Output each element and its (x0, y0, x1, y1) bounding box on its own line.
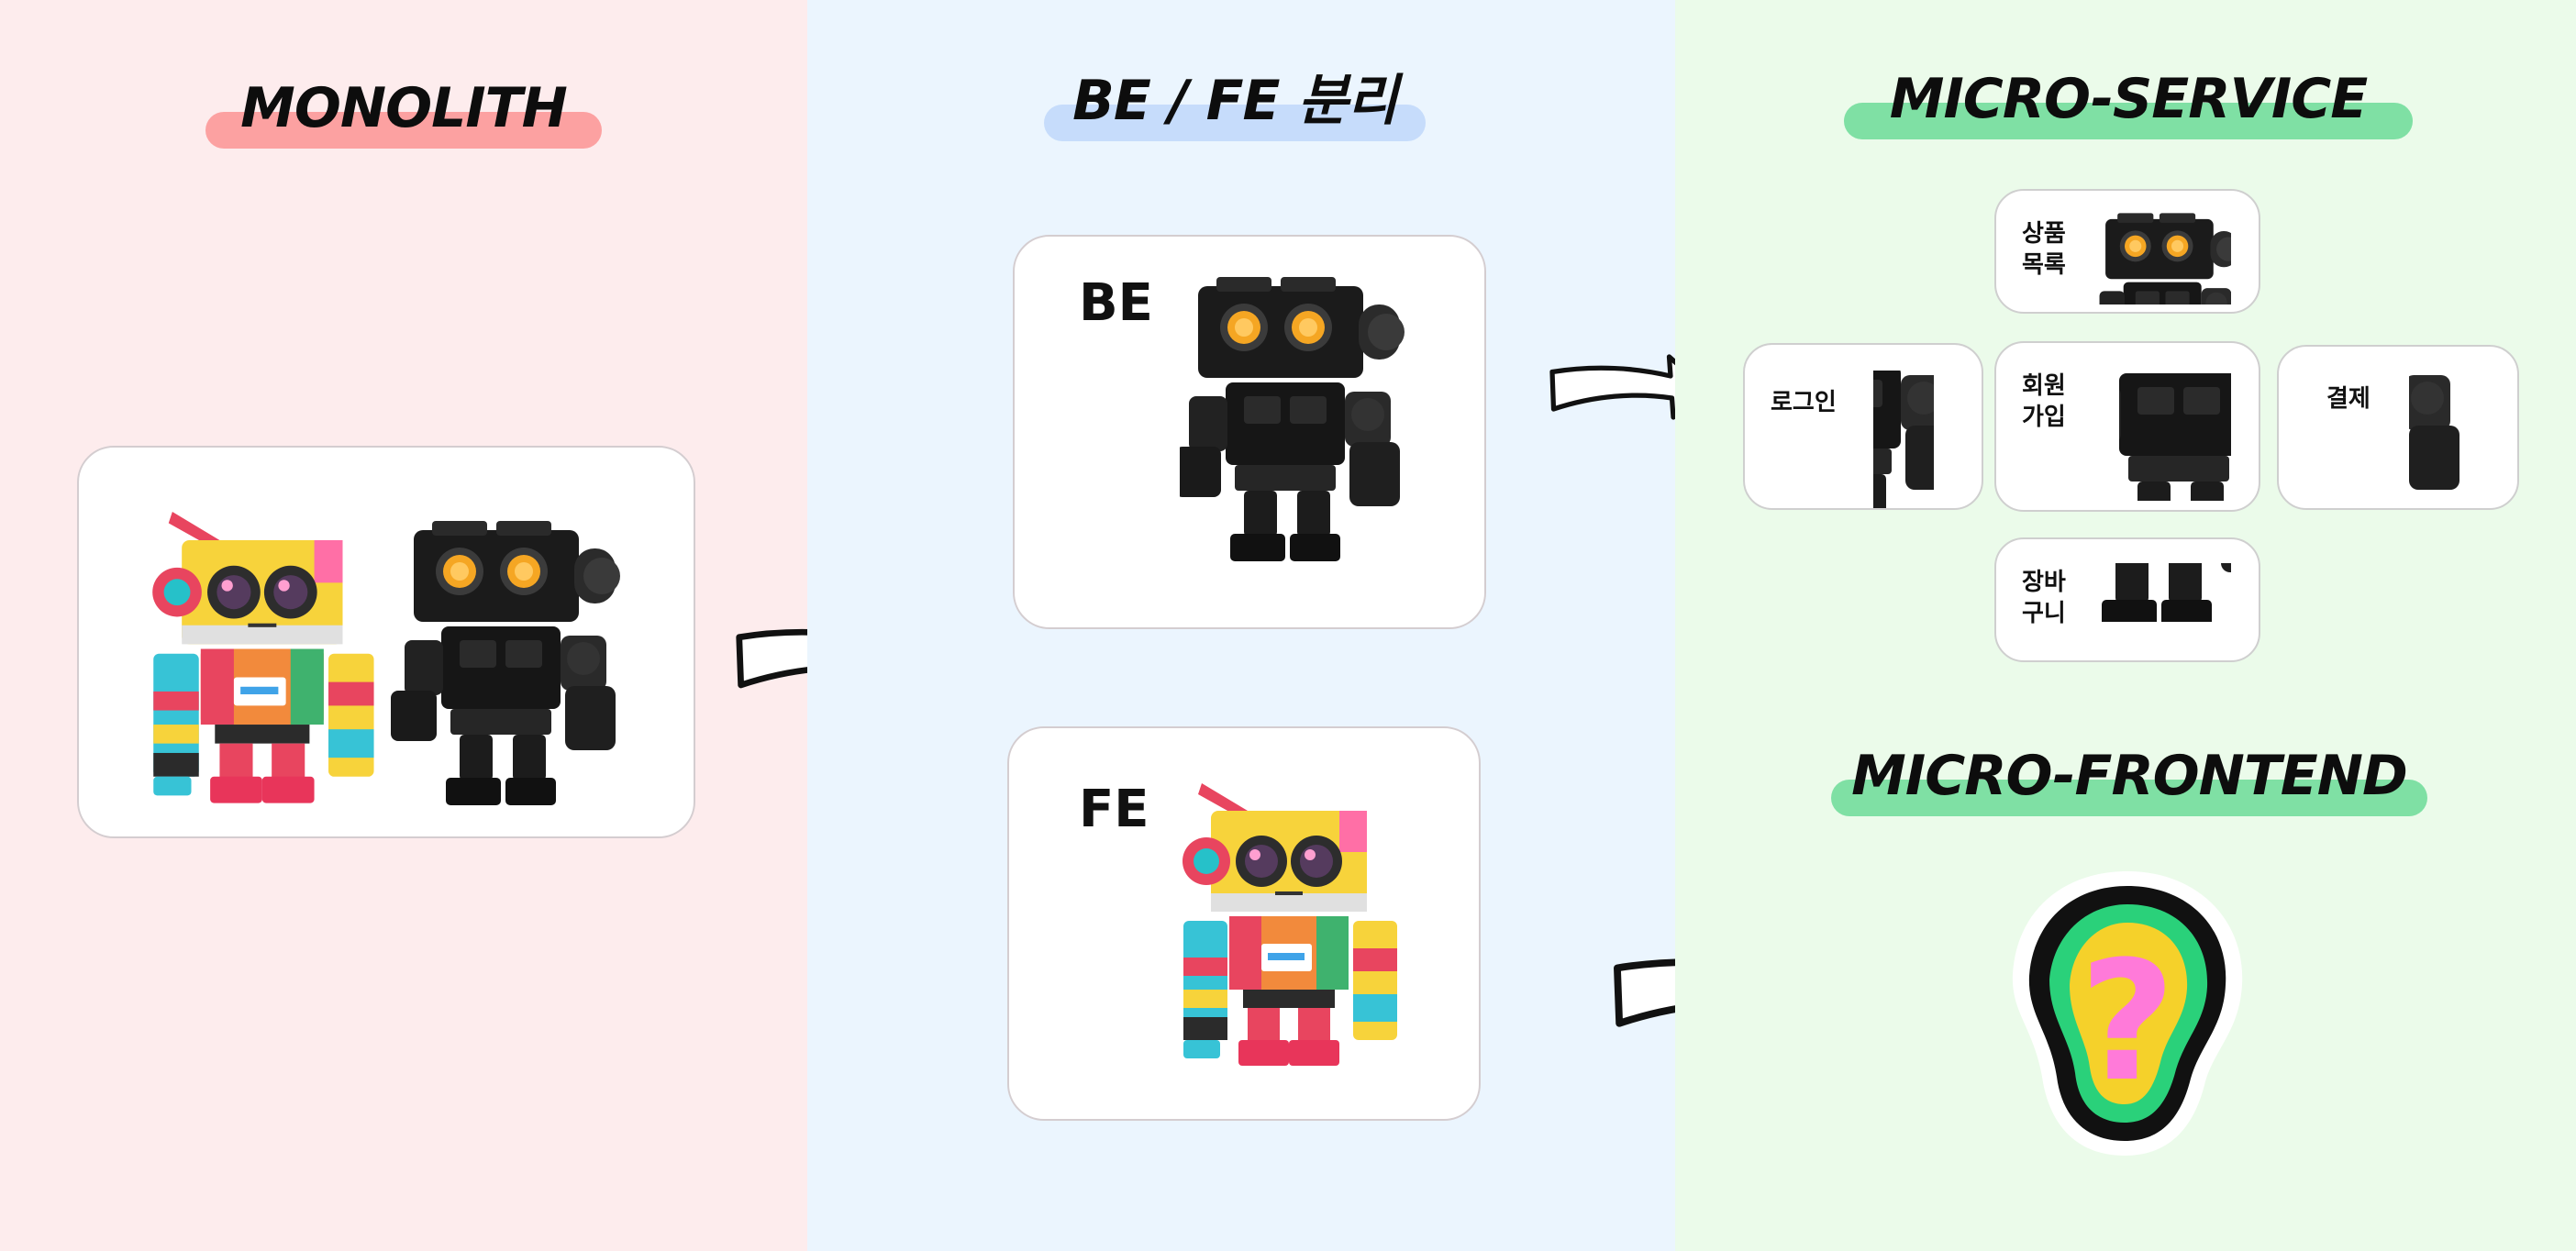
microservice-title: MICRO-SERVICE (1889, 67, 2368, 131)
black-robot-icon (1873, 371, 1934, 508)
colorful-robot-icon (1174, 783, 1413, 1077)
befe-title: BE / FE 분리 (1072, 69, 1398, 133)
black-robot-icon (1180, 277, 1418, 570)
befe-heading: BE / FE 분리 (1044, 64, 1426, 141)
question-mark-icon: ? (2012, 871, 2243, 1156)
service-label: 상품 목록 (2022, 220, 2066, 279)
microservice-heading: MICRO-SERVICE (1844, 62, 2413, 139)
microfrontend-title: MICRO-FRONTEND (1851, 744, 2408, 808)
robot-fragment (2119, 369, 2231, 501)
svg-text:?: ? (2080, 926, 2175, 1118)
service-label: 로그인 (1771, 389, 1837, 416)
monolith-title: MONOLITH (240, 76, 568, 140)
service-signup: 회원 가입 (1994, 341, 2260, 512)
black-robot-icon (2119, 369, 2231, 501)
service-payment: 결제 (2277, 345, 2519, 510)
black-robot-icon (2409, 361, 2470, 499)
monolith-heading-highlight (205, 112, 602, 149)
robot-fragment (2409, 361, 2470, 499)
service-login: 로그인 (1743, 343, 1983, 510)
microfrontend-heading-highlight (1831, 780, 2427, 816)
robot-fragment (2093, 207, 2231, 304)
fe-label: FE (1079, 780, 1149, 839)
be-card: BE (1013, 235, 1486, 629)
be-label: BE (1079, 273, 1153, 333)
fe-card: FE (1007, 726, 1481, 1121)
monolith-card (77, 446, 695, 838)
black-robot-icon (2079, 563, 2231, 622)
service-label: 결제 (2326, 385, 2371, 413)
befe-heading-highlight (1044, 105, 1426, 141)
service-label: 장바 구니 (2022, 569, 2066, 627)
microservice-heading-highlight (1844, 103, 2413, 139)
monolith-heading: MONOLITH (205, 72, 602, 149)
robot-fragment (1873, 371, 1934, 508)
service-cart: 장바 구니 (1994, 537, 2260, 662)
microfrontend-heading: MICRO-FRONTEND (1831, 739, 2427, 816)
black-robot-icon (2093, 213, 2231, 304)
service-product-list: 상품 목록 (1994, 189, 2260, 314)
colorful-robot-icon (143, 512, 391, 814)
service-label: 회원 가입 (2022, 372, 2066, 431)
robot-fragment (2079, 563, 2231, 622)
black-robot-icon (391, 521, 638, 814)
